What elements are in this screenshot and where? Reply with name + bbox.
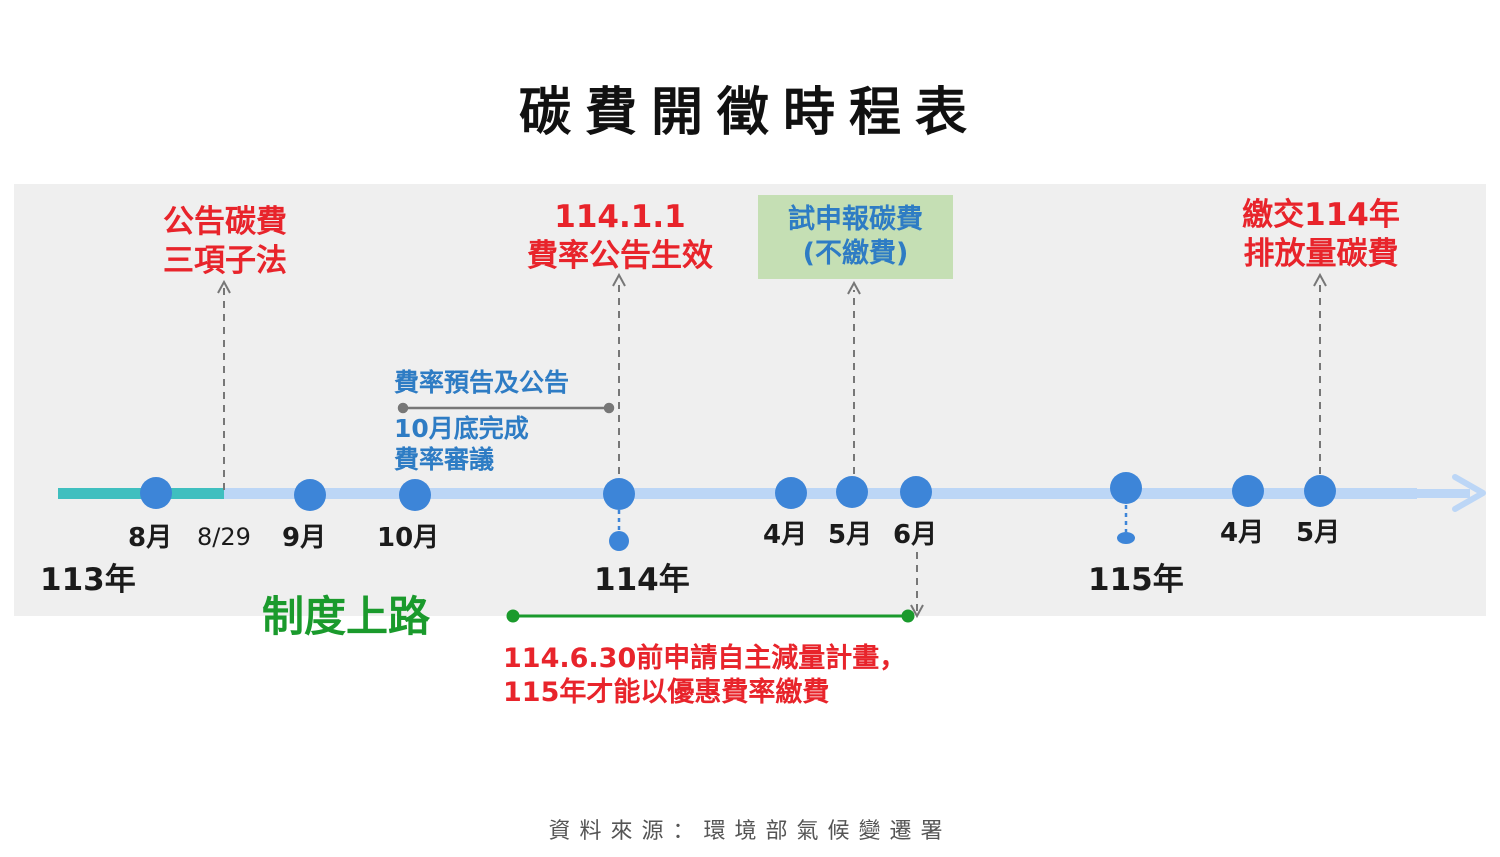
- month-label-sep: 9月: [282, 523, 327, 553]
- event-pilot-report-box: 試申報碳費 (不繳費): [758, 195, 953, 279]
- launch-period: [506, 609, 915, 623]
- dot-sep-113: [294, 479, 326, 511]
- timeline-axis: [222, 488, 1417, 499]
- dot-may-114: [836, 476, 868, 508]
- year-dot-115: [1117, 532, 1135, 544]
- dashed-arrow-5-114: [847, 280, 861, 474]
- month-label-oct: 10月: [377, 523, 440, 553]
- dot-oct-113: [399, 479, 431, 511]
- dashed-arrow-6-down: [910, 552, 924, 619]
- rate-notice-label: 費率預告及公告: [394, 368, 570, 397]
- dot-aug-113: [140, 477, 172, 509]
- rate-review-label: 10月底完成 費率審議: [394, 414, 529, 475]
- dot-jan-114: [603, 478, 635, 510]
- year-dot-114: [609, 531, 629, 551]
- timeline-panel: [14, 184, 1486, 616]
- dot-apr-115: [1232, 475, 1264, 507]
- dot-jan-115: [1110, 472, 1142, 504]
- source-credit: 資料來源：環境部氣候變遷署: [548, 819, 952, 844]
- launch-label: 制度上路: [262, 592, 431, 641]
- timeline-arrow-head: [1452, 474, 1486, 512]
- month-label-jun-114: 6月: [893, 520, 938, 550]
- dot-jun-114: [900, 476, 932, 508]
- month-label-may-115: 5月: [1296, 518, 1341, 548]
- month-label-apr-115: 4月: [1220, 518, 1265, 548]
- event-announce-laws: 公告碳費 三項子法: [163, 204, 287, 279]
- self-reduction-note: 114.6.30前申請自主減量計畫， 115年才能以優惠費率繳費: [503, 643, 907, 708]
- year-label-113: 113年: [40, 562, 136, 598]
- dashed-arrow-8-29: [217, 279, 231, 490]
- year-label-115: 115年: [1088, 562, 1184, 598]
- dashed-arrow-114-1-1: [612, 272, 626, 474]
- month-label-may-114: 5月: [828, 520, 873, 550]
- month-label-apr-114: 4月: [763, 520, 808, 550]
- month-label-aug29: 8/29: [197, 523, 251, 551]
- dot-may-115: [1304, 475, 1336, 507]
- event-effective: 114.1.1 費率公告生效: [527, 199, 713, 274]
- month-label-aug: 8月: [128, 523, 173, 553]
- timeline-arrow-shaft: [1410, 489, 1470, 498]
- dot-apr-114: [775, 477, 807, 509]
- year-label-114: 114年: [594, 562, 690, 598]
- rate-notice-period: [397, 402, 615, 414]
- dashed-arrow-5-115: [1313, 272, 1327, 474]
- event-pay: 繳交114年 排放量碳費: [1242, 197, 1400, 272]
- page-title: 碳費開徵時程表: [518, 83, 981, 143]
